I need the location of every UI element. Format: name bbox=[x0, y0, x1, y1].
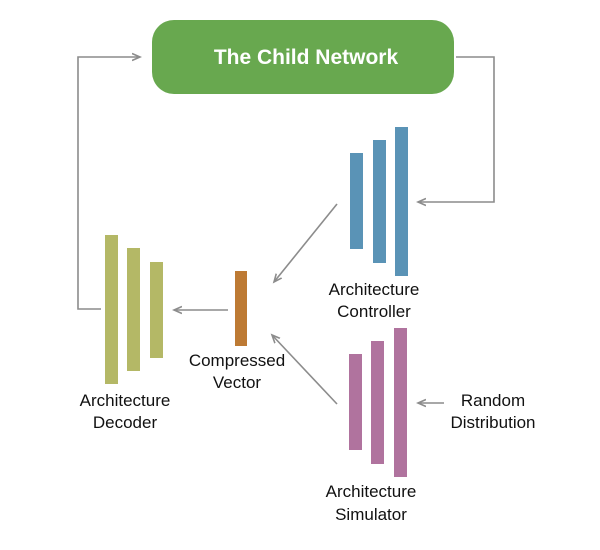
child-network-box bbox=[152, 20, 454, 94]
controller-bar-1 bbox=[350, 153, 363, 249]
simulator-label-line1: Architecture bbox=[326, 482, 417, 501]
decoder-bar-3 bbox=[150, 262, 163, 358]
controller-bar-2 bbox=[373, 140, 386, 263]
arrow-child-to-controller bbox=[418, 56, 495, 202]
child-network-label: The Child Network bbox=[214, 46, 399, 69]
arrow-decoder-to-child bbox=[77, 57, 140, 310]
simulator-bar-1 bbox=[349, 354, 362, 450]
decoder-bar-1 bbox=[105, 235, 118, 384]
child-network-node: The Child Network bbox=[152, 20, 454, 94]
controller-label-line1: Architecture bbox=[329, 280, 420, 299]
controller-label-line2: Controller bbox=[337, 302, 411, 321]
arrow-controller-to-compressed bbox=[274, 203, 338, 282]
arrow-simulator-to-compressed bbox=[272, 335, 338, 405]
compressed-vector-bar bbox=[235, 271, 247, 346]
decoder-bar-2 bbox=[127, 248, 140, 371]
architecture-decoder-node: Architecture Decoder bbox=[80, 235, 171, 432]
random-distribution-node: Random Distribution bbox=[450, 391, 535, 432]
random-label-line1: Random bbox=[461, 391, 525, 410]
decoder-label-line2: Decoder bbox=[93, 413, 158, 432]
compressed-label-line1: Compressed bbox=[189, 351, 285, 370]
compressed-label-line2: Vector bbox=[213, 373, 262, 392]
simulator-bar-3 bbox=[394, 328, 407, 477]
controller-bar-3 bbox=[395, 127, 408, 276]
architecture-simulator-node: Architecture Simulator bbox=[326, 328, 417, 524]
compressed-vector-node: Compressed Vector bbox=[189, 271, 285, 392]
simulator-label-line2: Simulator bbox=[335, 505, 407, 524]
random-label-line2: Distribution bbox=[450, 413, 535, 432]
simulator-bar-2 bbox=[371, 341, 384, 464]
arrows bbox=[77, 56, 495, 405]
architecture-controller-node: Architecture Controller bbox=[329, 127, 420, 321]
decoder-label-line1: Architecture bbox=[80, 391, 171, 410]
